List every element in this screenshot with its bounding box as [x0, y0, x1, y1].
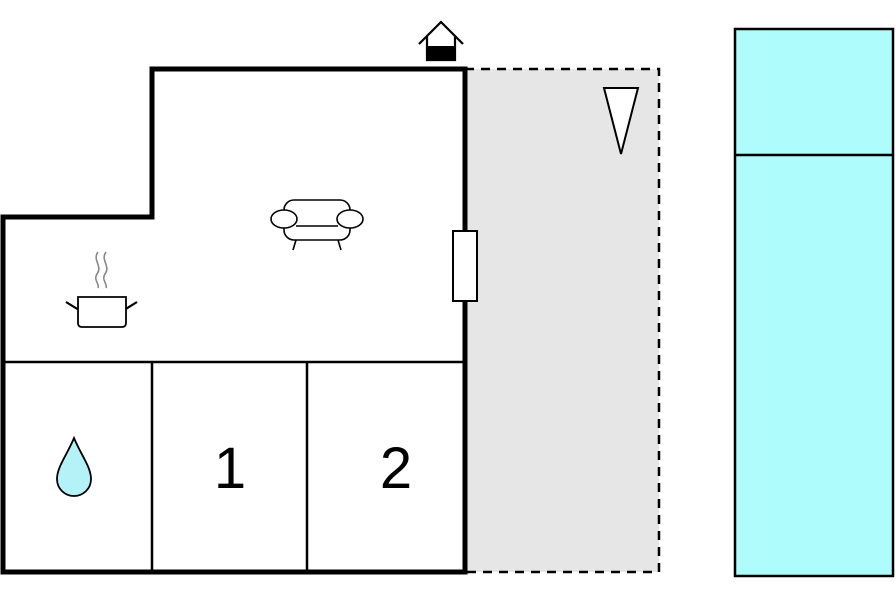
parasol-icon — [602, 87, 640, 155]
bedroom-2-label: 2 — [380, 436, 412, 501]
sofa-icon — [270, 199, 364, 251]
entrance-icon — [418, 20, 464, 62]
pool-area — [733, 27, 895, 578]
terrace — [463, 67, 661, 574]
bedroom-1-label: 1 — [214, 436, 246, 501]
cooking-pot-icon — [65, 251, 138, 328]
terrace-area — [463, 67, 661, 574]
water-drop-icon — [56, 435, 92, 497]
house — [0, 66, 468, 575]
outer-wall — [0, 66, 468, 575]
terrace-door-icon — [452, 230, 478, 302]
swimming-pool — [733, 27, 895, 578]
